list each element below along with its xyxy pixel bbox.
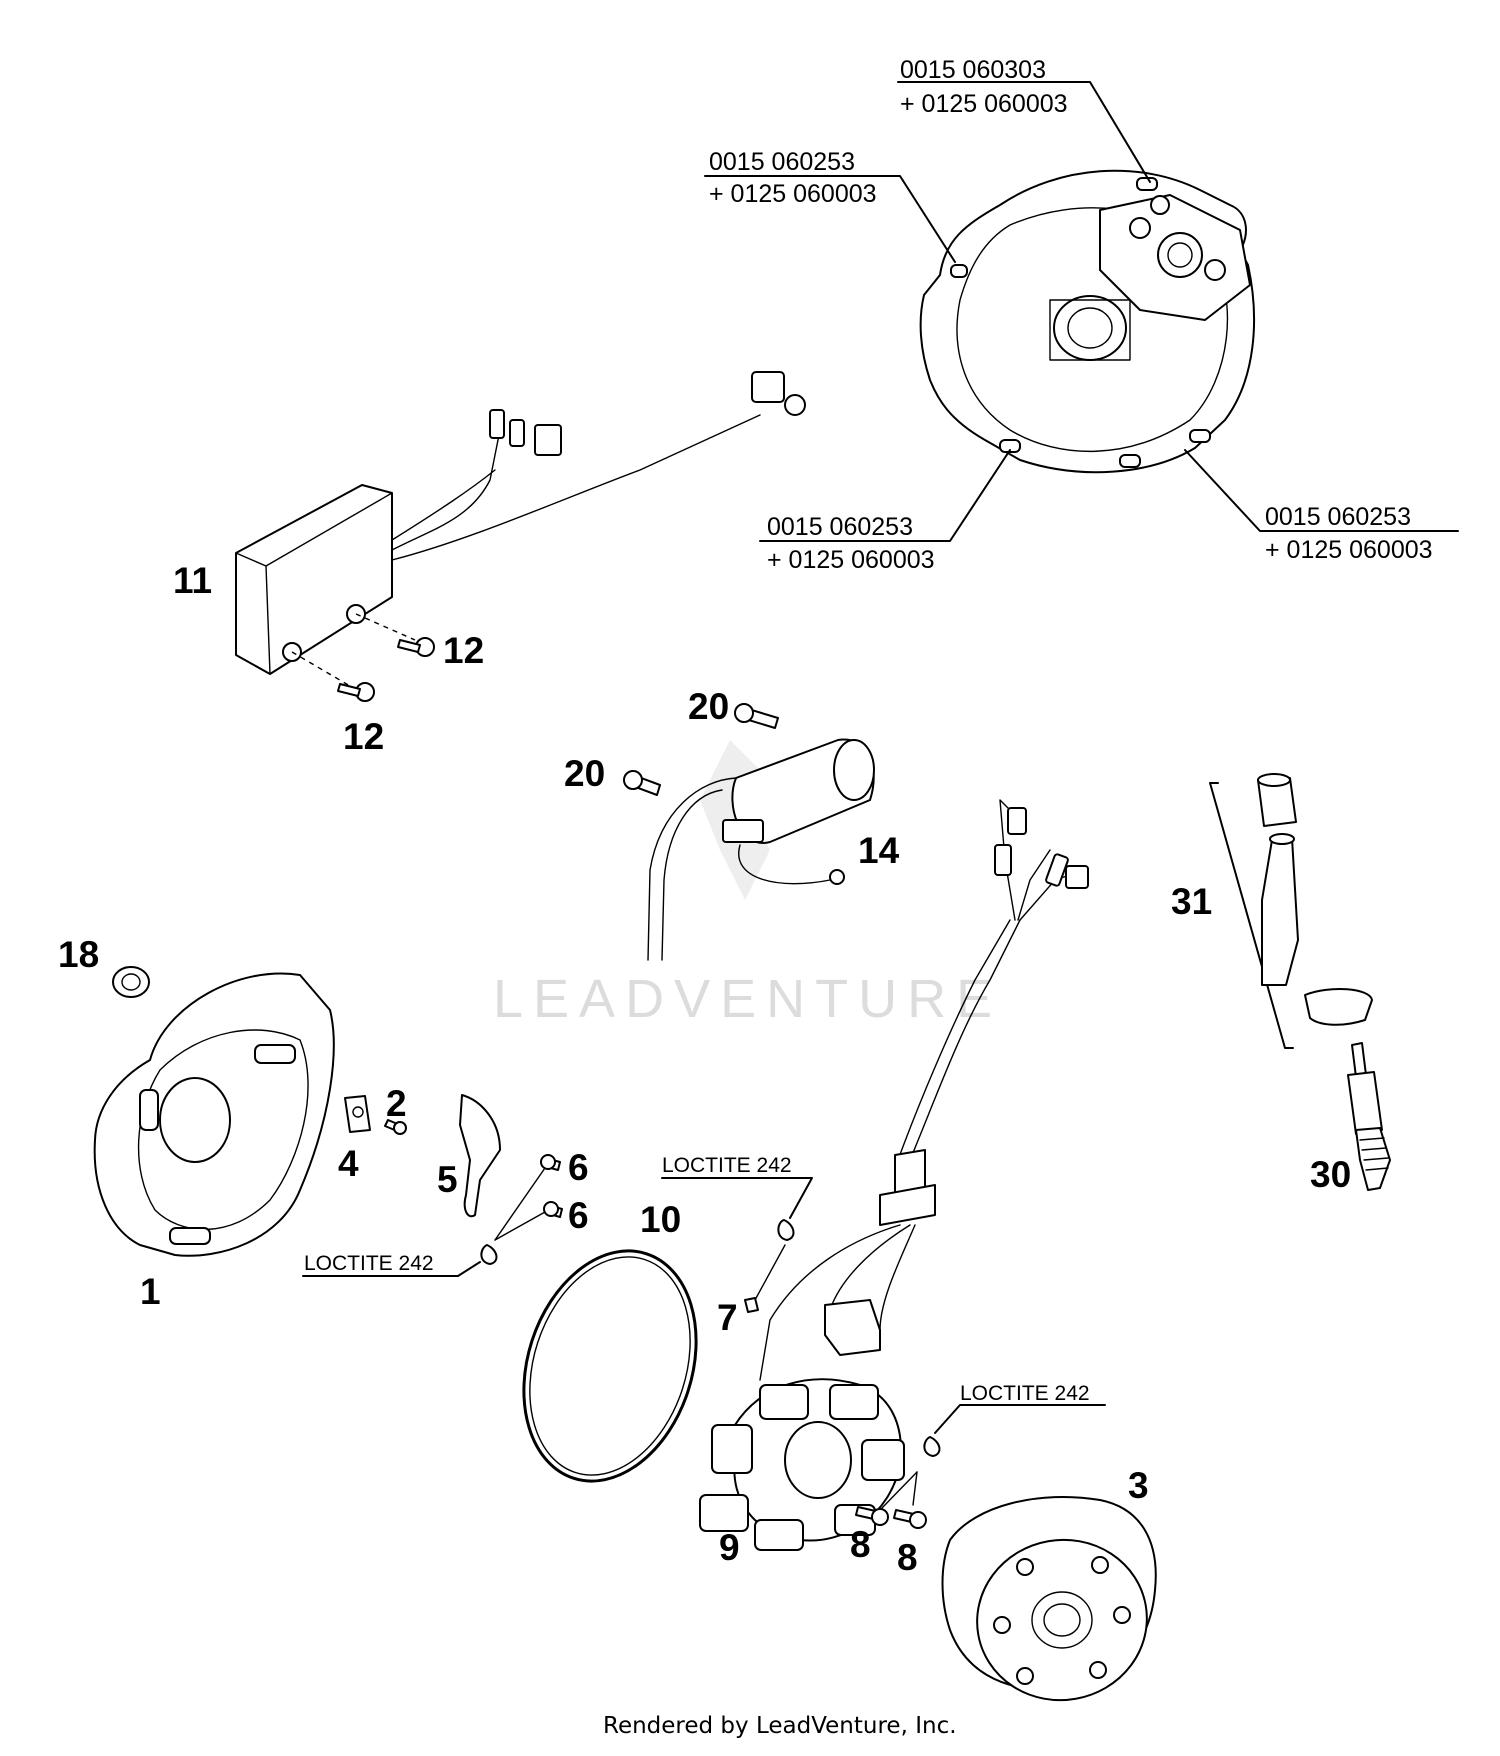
part-number-top-line1: 0015 060303 <box>900 56 1046 84</box>
loctite-drop-a <box>302 1244 498 1277</box>
callout-12b: 12 <box>343 716 384 757</box>
loctite-drop-c <box>923 1404 1106 1457</box>
callout-5: 5 <box>437 1159 458 1200</box>
callout-6a: 6 <box>568 1147 589 1188</box>
watermark-text: LEADVENTURE <box>493 969 1002 1029</box>
ignition-cover <box>93 972 335 1257</box>
loctite-label-a: LOCTITE 242 <box>304 1252 434 1275</box>
part-number-leaders <box>704 81 1459 542</box>
cdi-screws <box>291 613 435 702</box>
ignition-coil <box>647 738 875 961</box>
loctite-drop-b <box>661 1177 813 1313</box>
callout-2: 2 <box>386 1083 407 1124</box>
part-number-left-line1: 0015 060253 <box>709 148 855 176</box>
callout-18: 18 <box>58 934 99 975</box>
part-number-top-line2: + 0125 060003 <box>900 90 1068 118</box>
callout-9: 9 <box>719 1527 740 1568</box>
part-number-bottom-left-line1: 0015 060253 <box>767 513 913 541</box>
part-number-bottom-right-line2: + 0125 060003 <box>1265 536 1433 564</box>
callout-31: 31 <box>1171 881 1212 922</box>
callout-1: 1 <box>140 1271 161 1312</box>
loctite-label-b: LOCTITE 242 <box>662 1154 792 1177</box>
callout-3: 3 <box>1128 1465 1149 1506</box>
footer-credit: Rendered by LeadVenture, Inc. <box>603 1713 957 1739</box>
callout-6b: 6 <box>568 1195 589 1236</box>
callout-14: 14 <box>858 830 900 871</box>
callout-30: 30 <box>1310 1154 1351 1195</box>
loctite-label-c: LOCTITE 242 <box>960 1382 1090 1405</box>
flywheel-rotor <box>941 1495 1157 1702</box>
part-number-bottom-right-line1: 0015 060253 <box>1265 503 1411 531</box>
coil-bolts <box>623 703 779 796</box>
cover-nut <box>112 966 150 998</box>
callout-11: 11 <box>173 560 212 601</box>
cover-plate <box>459 1094 501 1218</box>
screw-small <box>384 1119 407 1135</box>
callouts: 1 2 3 4 5 6 6 7 8 8 9 10 11 12 12 14 18 … <box>58 560 1351 1578</box>
callout-20b: 20 <box>564 753 605 794</box>
callout-8b: 8 <box>897 1537 918 1578</box>
spark-plug-cap <box>1209 773 1373 1049</box>
o-ring <box>522 1249 698 1483</box>
part-number-bottom-left-line2: + 0125 060003 <box>767 546 935 574</box>
stator-screws <box>855 1471 927 1529</box>
spark-plug <box>1347 1042 1391 1191</box>
callout-7: 7 <box>717 1297 738 1338</box>
cdi-unit <box>235 371 806 675</box>
stator-harness <box>759 799 1089 1381</box>
magneto-housing <box>919 169 1256 474</box>
callout-4: 4 <box>338 1143 359 1184</box>
callout-12a: 12 <box>443 630 484 671</box>
callout-10: 10 <box>640 1199 681 1240</box>
part-number-left-line2: + 0125 060003 <box>709 180 877 208</box>
stator <box>699 1378 905 1551</box>
callout-8a: 8 <box>850 1524 871 1565</box>
callout-20a: 20 <box>688 686 729 727</box>
clip-part <box>344 1095 371 1133</box>
cover-screws <box>494 1154 563 1241</box>
